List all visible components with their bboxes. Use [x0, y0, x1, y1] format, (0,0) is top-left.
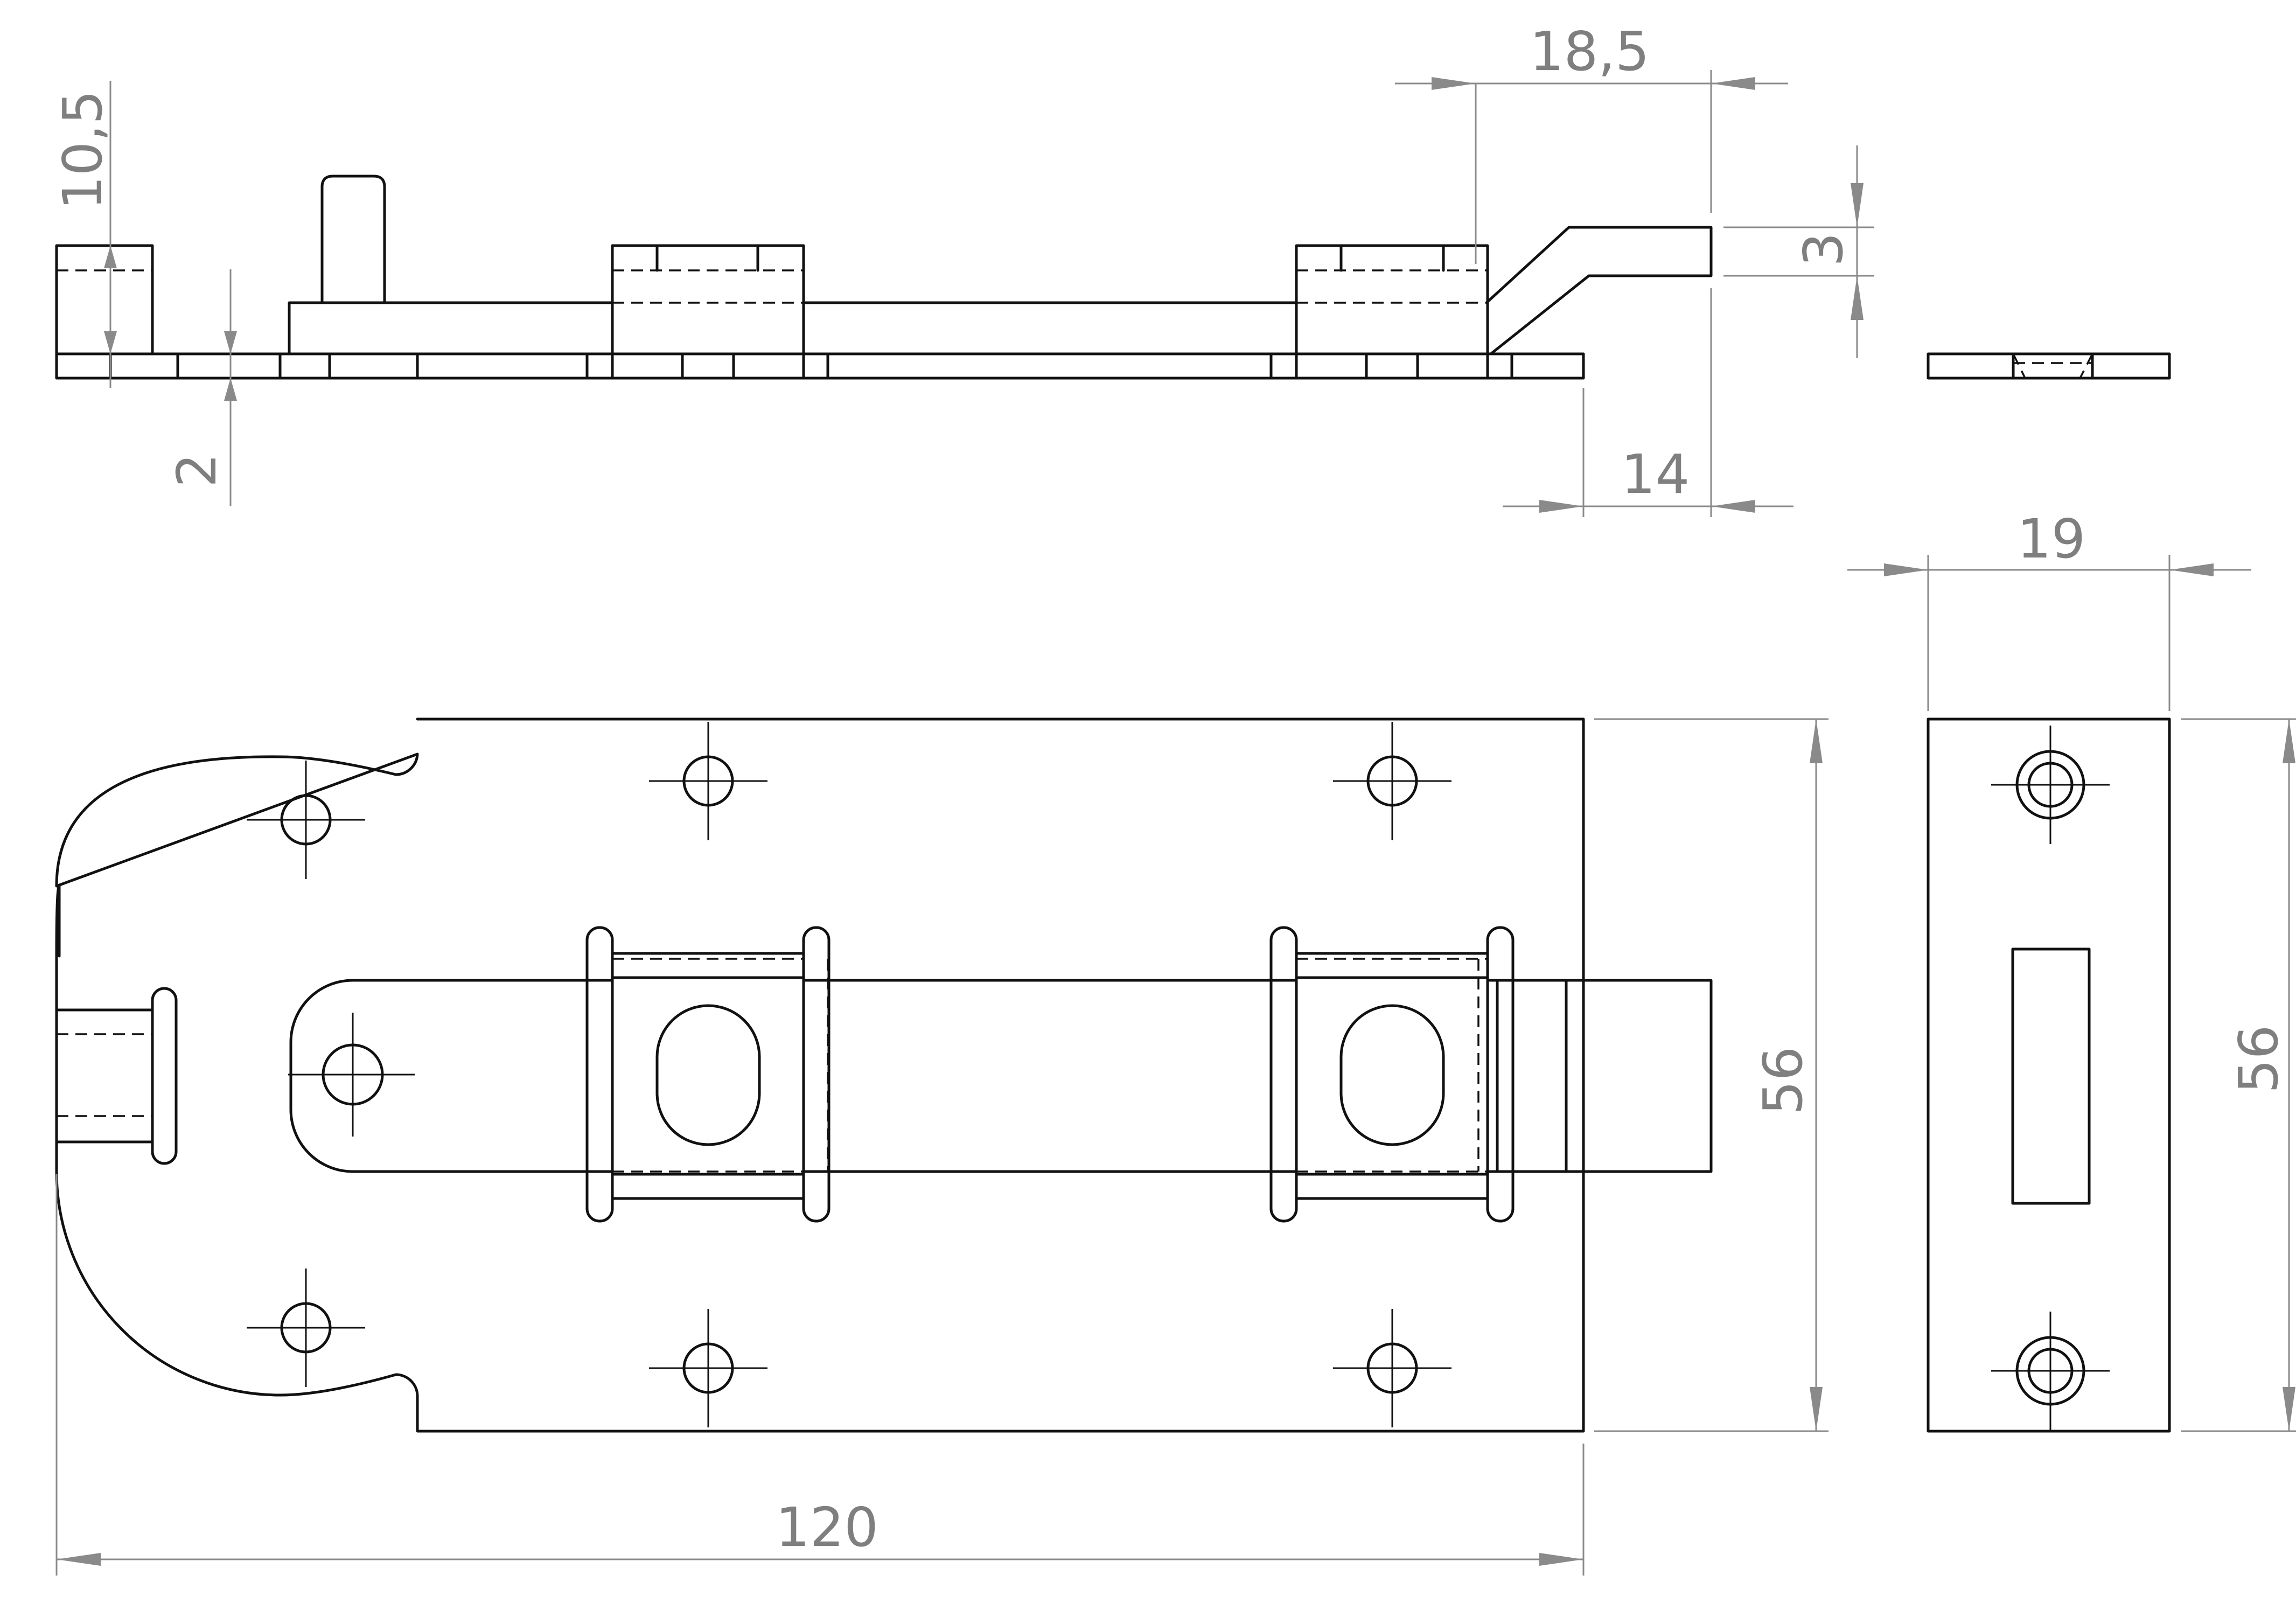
guide-2-front: [1269, 926, 1515, 1223]
keeper-slot: [2011, 947, 2091, 1205]
screw-holes: [247, 722, 1451, 1427]
dim-3: 3: [1792, 232, 1855, 267]
dim-14: 14: [1621, 443, 1690, 506]
guide-1-slot: [655, 1004, 761, 1146]
bolt-bar-side: [288, 226, 1713, 356]
dim-2: 2: [165, 453, 228, 487]
guide-2-side: [1295, 244, 1489, 356]
dim-18-5: 18,5: [1530, 20, 1650, 83]
dim-120: 120: [776, 1496, 878, 1559]
knob-side: [320, 175, 386, 304]
dimensions: 10,5 2 18,5 3 14 19 56: [51, 20, 2296, 1576]
keeper-side: [1927, 352, 2171, 380]
end-tab-front: [55, 987, 178, 1165]
guide-1-front: [585, 926, 831, 1223]
base-plate-seams: [109, 352, 1513, 380]
end-tab-side: [55, 244, 154, 356]
front-view: [55, 717, 1713, 1433]
dim-56-keeper: 56: [2227, 1025, 2290, 1093]
guide-2-slot: [1339, 1004, 1445, 1146]
dim-56-front: 56: [1751, 1047, 1815, 1115]
bolt-bar-front: [289, 979, 1713, 1173]
keeper-front: [1927, 717, 2171, 1433]
dim-19: 19: [2017, 507, 2085, 570]
dim-10-5: 10,5: [51, 90, 114, 210]
top-view: [55, 175, 2171, 380]
guide-1-side: [611, 244, 805, 356]
base-plate-side: [55, 352, 1585, 380]
base-plate-front: [55, 717, 1585, 1433]
